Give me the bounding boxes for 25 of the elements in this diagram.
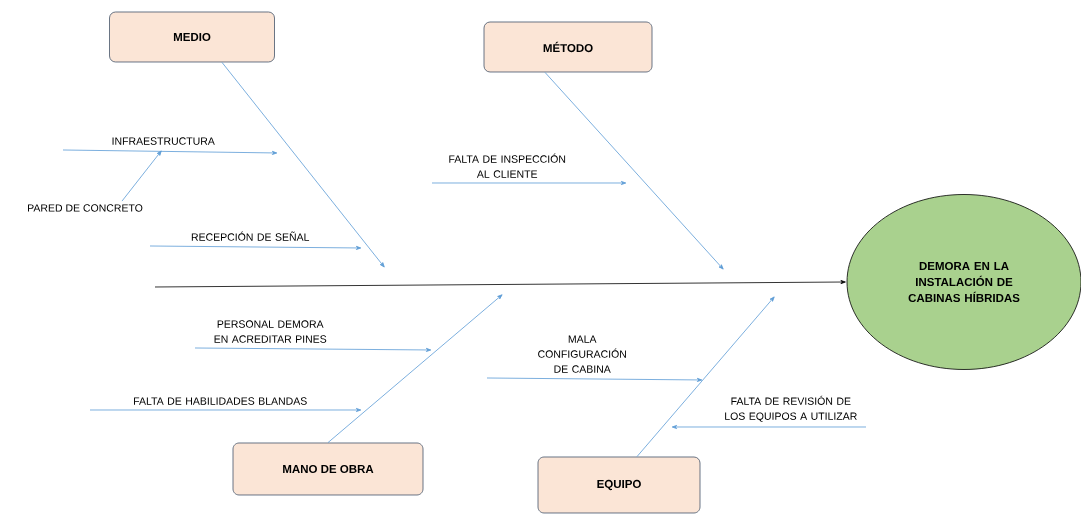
cause-label: PARED DE CONCRETO xyxy=(28,204,143,212)
cause-arrow xyxy=(486,377,703,382)
cause-label: PERSONAL DEMORA EN ACREDITAR PINES xyxy=(214,320,327,343)
cause-label: FALTA DE INSPECCIÓN AL CLIENTE xyxy=(449,153,566,178)
cause-arrow xyxy=(62,149,278,155)
category-box: MÉTODO xyxy=(483,21,653,73)
cause-arrow xyxy=(431,181,627,185)
cause-label: RECEPCIÓN DE SEÑAL xyxy=(191,231,310,241)
cause-label: INFRAESTRUCTURA xyxy=(112,137,215,145)
bone-arrow xyxy=(636,296,775,457)
category-box: MANO DE OBRA xyxy=(232,442,424,496)
cause-arrow xyxy=(149,245,362,250)
cause-arrow xyxy=(89,408,362,412)
cause-arrow xyxy=(194,347,432,352)
cause-label: FALTA DE HABILIDADES BLANDAS xyxy=(134,397,307,405)
category-box: MEDIO xyxy=(109,11,275,63)
bone-arrow xyxy=(544,72,724,270)
spine-arrow xyxy=(154,280,846,288)
cause-arrow xyxy=(671,425,867,429)
category-box: EQUIPO xyxy=(537,456,701,514)
bone-arrow xyxy=(327,294,503,443)
bone-arrow xyxy=(221,62,385,268)
cause-label: MALA CONFIGURACIÓN DE CABINA xyxy=(538,335,626,373)
cause-arrow xyxy=(121,150,162,202)
cause-label: FALTA DE REVISIÓN DE LOS EQUIPOS A UTILIZAR xyxy=(725,395,857,422)
